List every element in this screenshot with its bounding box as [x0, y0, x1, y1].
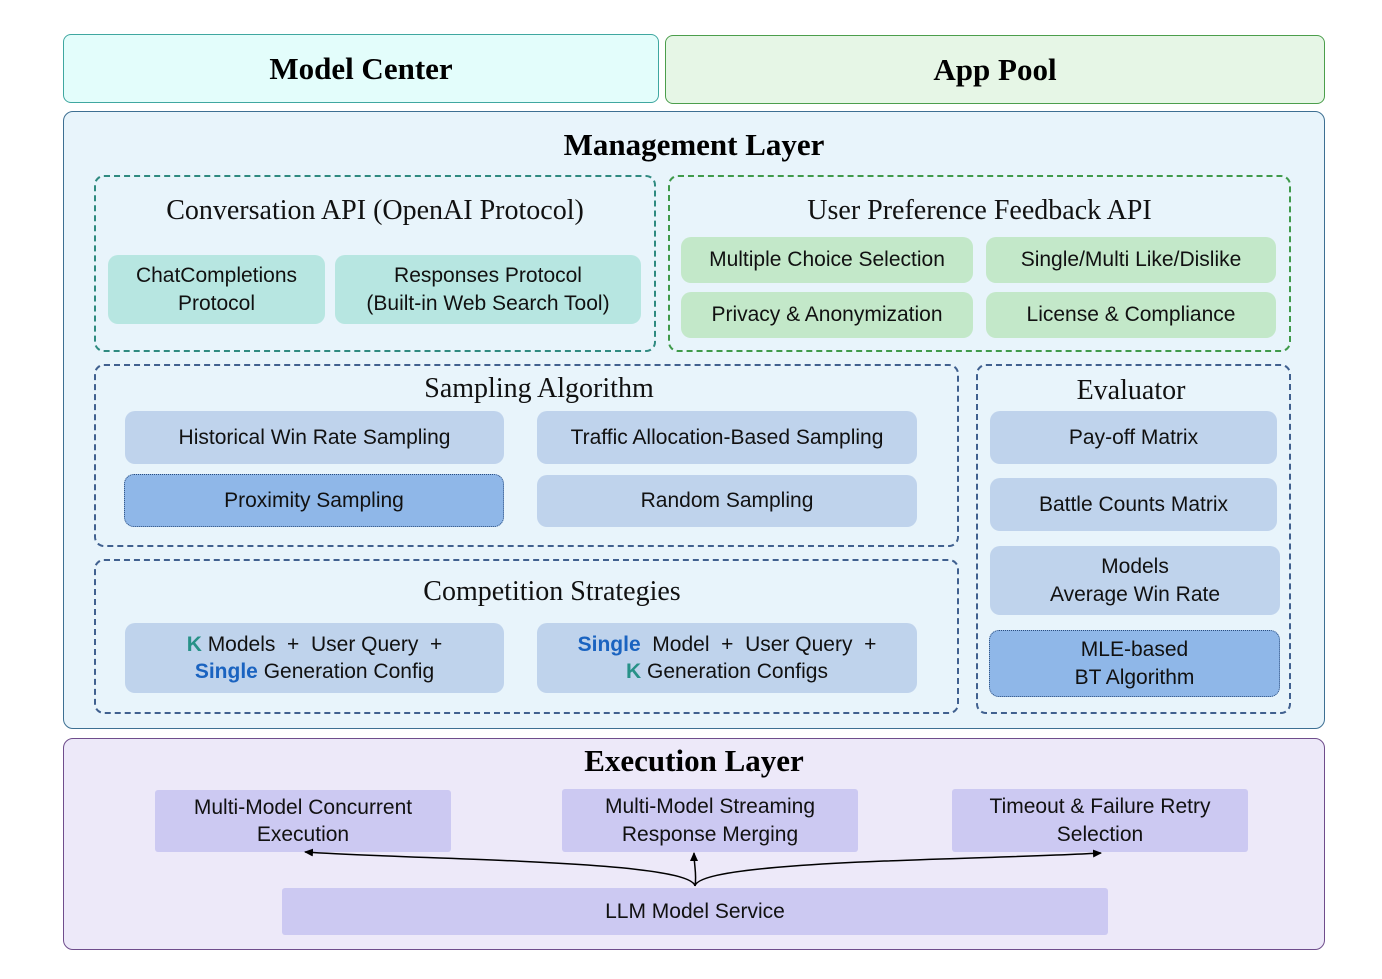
app-pool-box: App Pool [665, 35, 1325, 104]
k-models-single-config-chip: K Models + User Query + Single Generatio… [125, 623, 504, 693]
strategy-text: Generation Config [257, 660, 435, 683]
strategy-line: Single Model + User Query + [578, 631, 877, 658]
multiple-choice-selection-chip: Multiple Choice Selection [681, 237, 973, 283]
arrow-to-timeout [694, 849, 1102, 887]
historical-win-rate-sampling-chip: Historical Win Rate Sampling [125, 411, 504, 464]
conversation-api-title: Conversation API (OpenAI Protocol) [166, 195, 584, 226]
chip-line: Selection [1056, 822, 1144, 846]
mle-bt-algorithm-chip: MLE-based BT Algorithm [989, 630, 1280, 697]
license-compliance-chip: License & Compliance [986, 292, 1276, 338]
proximity-sampling-chip: Proximity Sampling [124, 474, 504, 527]
strategy-text: Model + User Query + [640, 632, 877, 656]
payoff-matrix-chip: Pay-off Matrix [990, 411, 1277, 464]
random-sampling-chip: Random Sampling [537, 475, 917, 527]
streaming-merging-chip: Multi-Model Streaming Response Merging [562, 789, 858, 852]
keyword-k: K [626, 660, 642, 683]
strategy-line: Single Generation Config [195, 658, 434, 685]
traffic-allocation-sampling-chip: Traffic Allocation-Based Sampling [537, 411, 917, 464]
responses-protocol-chip: Responses Protocol (Built-in Web Search … [335, 255, 641, 324]
chip-line: MLE-based [1080, 638, 1189, 662]
keyword-single: Single [577, 632, 641, 656]
strategy-text: Generation Configs [641, 660, 828, 683]
strategy-text: Models + User Query + [201, 632, 443, 656]
single-model-k-configs-chip: Single Model + User Query + K Generation… [537, 623, 917, 693]
arrow-to-streaming [690, 852, 699, 887]
app-pool-label: App Pool [933, 51, 1057, 87]
sampling-algorithm-title: Sampling Algorithm [424, 373, 654, 404]
chatcompletions-protocol-chip: ChatCompletions Protocol [108, 255, 325, 324]
chip-line: Multi-Model Concurrent [193, 795, 413, 819]
arrow-to-concurrent [304, 848, 696, 887]
strategy-line: K Generation Configs [626, 658, 828, 685]
battle-counts-matrix-chip: Battle Counts Matrix [990, 478, 1277, 531]
strategy-line: K Models + User Query + [187, 631, 443, 658]
user-feedback-api-group [668, 175, 1291, 352]
concurrent-execution-chip: Multi-Model Concurrent Execution [155, 790, 451, 852]
evaluator-title: Evaluator [1076, 375, 1186, 406]
privacy-anonymization-chip: Privacy & Anonymization [681, 292, 973, 338]
model-center-label: Model Center [269, 50, 453, 86]
chip-line: Average Win Rate [1049, 582, 1221, 606]
chip-line: Models [1101, 555, 1169, 579]
user-feedback-api-title: User Preference Feedback API [807, 195, 1152, 226]
chip-line: Timeout & Failure Retry [989, 795, 1211, 819]
chip-line: Multi-Model Streaming [604, 795, 816, 819]
sampling-algorithm-group [94, 364, 959, 547]
execution-layer-title: Execution Layer [584, 743, 804, 778]
chip-line: Execution [256, 823, 350, 846]
timeout-retry-chip: Timeout & Failure Retry Selection [952, 789, 1248, 852]
chip-line: Responses Protocol [394, 264, 582, 288]
competition-strategies-group [94, 559, 959, 714]
chip-line: Protocol [177, 291, 256, 315]
model-center-box: Model Center [63, 34, 659, 103]
keyword-k: K [186, 632, 202, 656]
management-layer-title: Management Layer [563, 127, 825, 162]
chip-line: (Built-in Web Search Tool) [366, 291, 610, 315]
average-win-rate-chip: Models Average Win Rate [990, 546, 1280, 615]
chip-line: ChatCompletions [135, 264, 298, 288]
competition-strategies-title: Competition Strategies [423, 576, 681, 607]
keyword-single: Single [194, 660, 258, 683]
chip-line: BT Algorithm [1074, 665, 1195, 689]
chip-line: Response Merging [621, 822, 799, 846]
evaluator-group [976, 364, 1291, 714]
conversation-api-group [94, 175, 656, 352]
llm-model-service-chip: LLM Model Service [282, 888, 1108, 935]
like-dislike-chip: Single/Multi Like/Dislike [986, 237, 1276, 283]
